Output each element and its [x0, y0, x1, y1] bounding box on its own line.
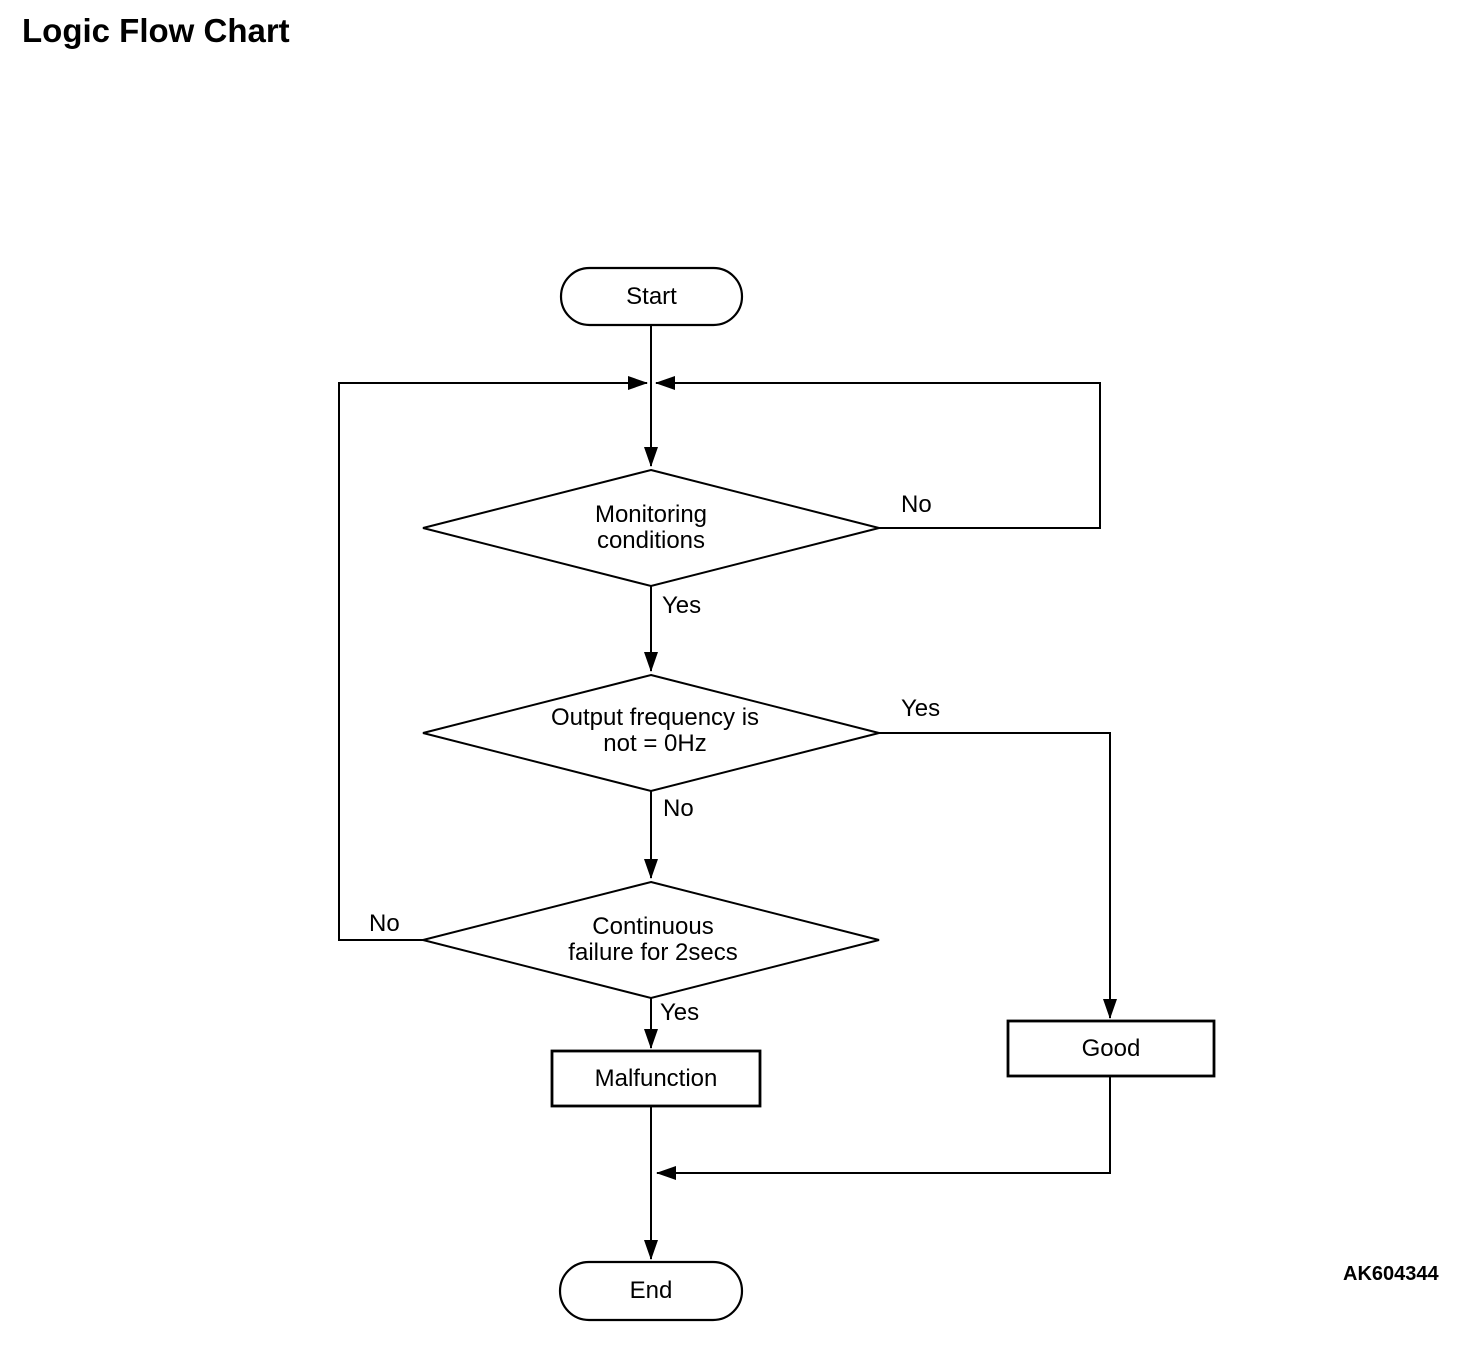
start-node-label: Start [626, 282, 677, 310]
failure-no-edge-label: No [369, 910, 400, 937]
edge-monitoring-no-loop [655, 376, 1101, 529]
monitoring-no-edge-label: No [901, 491, 932, 518]
monitoring-yes-edge-label: Yes [662, 592, 702, 619]
good-node-label: Good [1081, 1034, 1141, 1062]
continuous-failure-decision-shape [422, 880, 880, 1000]
continuous-failure-node-label: Continuous failure for 2secs [568, 913, 738, 966]
monitoring-decision-shape [422, 468, 880, 588]
output-frequency-node-label: Output frequency is not = 0Hz [550, 704, 760, 757]
good-process-shape [1006, 1019, 1216, 1078]
output-no-edge-label: No [663, 795, 694, 822]
figure-code: AK604344 [1343, 1263, 1439, 1285]
malfunction-process-shape [550, 1049, 762, 1108]
monitoring-node-label: Monitoring conditions [594, 501, 708, 554]
edge-output-yes-to-good [879, 732, 1117, 1019]
edge-failure-no-loop [338, 376, 648, 941]
malfunction-node-label: Malfunction [594, 1064, 718, 1092]
page-title: Logic Flow Chart [22, 12, 290, 49]
edge-good-to-merge [656, 1076, 1111, 1180]
end-node-label: End [629, 1277, 673, 1304]
start-terminator-shape [559, 266, 744, 327]
end-terminator-shape [558, 1260, 744, 1322]
failure-yes-edge-label: Yes [660, 999, 700, 1026]
output-yes-edge-label: Yes [901, 695, 941, 722]
output-frequency-decision-shape [422, 673, 880, 793]
